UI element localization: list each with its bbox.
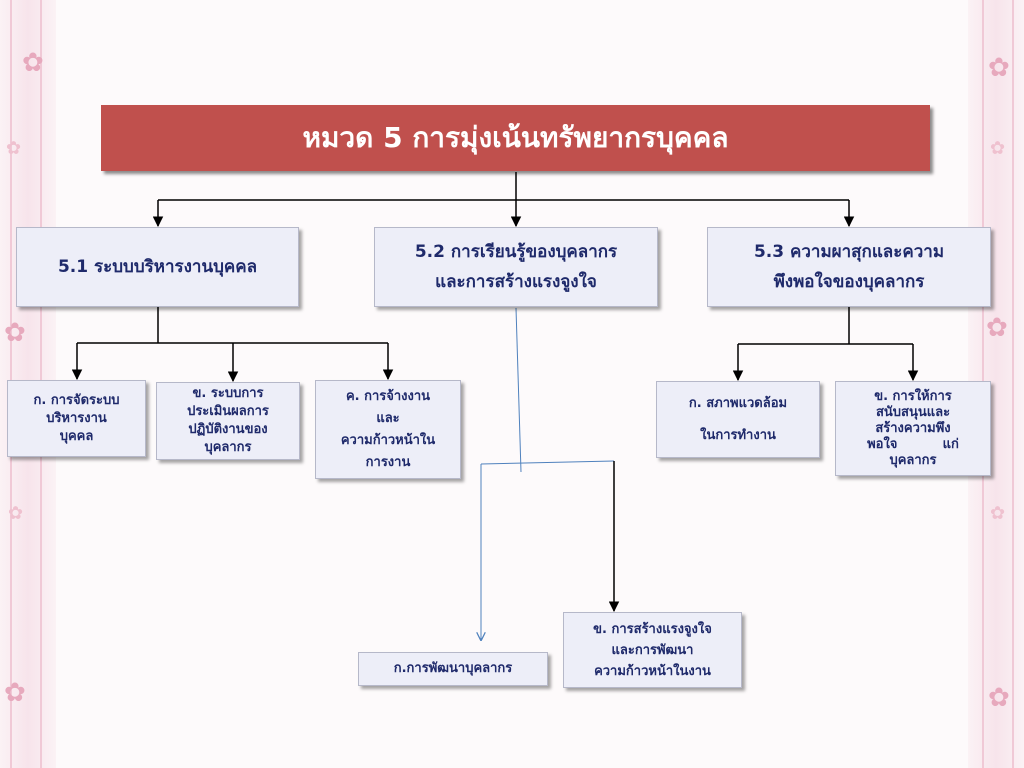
node-5-3-b-line4: พอใจ แก่ xyxy=(867,436,959,452)
node-5-1-c: ค. การจ้างงาน และ ความก้าวหน้าใน การงาน xyxy=(315,380,461,479)
node-5-3-b-line2: สนับสนุนและ xyxy=(875,404,951,420)
node-5-1-b-line4: บุคลากร xyxy=(204,440,252,455)
decorative-line xyxy=(1012,0,1014,768)
node-5-1-a-line3: บุคคล xyxy=(59,428,94,444)
connector-5-2-trunk xyxy=(515,307,522,473)
node-5-1-c-line4: การงาน xyxy=(365,454,411,470)
node-5-3-a: ก. สภาพแวดล้อม ในการทำงาน xyxy=(656,381,820,458)
node-5-3-b-line1: ข. การให้การ xyxy=(874,388,952,404)
flower-icon: ✿ xyxy=(8,503,24,524)
flower-icon: ✿ xyxy=(988,683,1010,713)
node-5-2-b: ข. การสร้างแรงจูงใจ และการพัฒนา ความก้าว… xyxy=(563,612,742,688)
node-5-3: 5.3 ความผาสุกและความ พึงพอใจของบุคลากร xyxy=(707,227,991,307)
node-5-3-b-line3: สร้างความพึง xyxy=(875,420,951,436)
node-5-1-b: ข. ระบบการ ประเมินผลการ ปฏิบัติงานของ บุ… xyxy=(156,382,300,460)
node-5-1-b-line1: ข. ระบบการ xyxy=(192,386,264,401)
node-5-1-c-line2: และ xyxy=(376,410,400,426)
node-5-1-a: ก. การจัดระบบ บริหารงาน บุคคล xyxy=(7,380,146,457)
node-5-2-a-line1: ก.การพัฒนาบุคลากร xyxy=(393,661,513,676)
node-5-1-b-line2: ประเมินผลการ xyxy=(187,404,269,419)
flower-icon: ✿ xyxy=(986,313,1008,343)
node-5-2-b-line1: ข. การสร้างแรงจูงใจ xyxy=(593,621,712,637)
connector-5-2-bus xyxy=(480,460,615,465)
node-5-3-b: ข. การให้การ สนับสนุนและ สร้างความพึง พอ… xyxy=(835,381,991,476)
flower-icon: ✿ xyxy=(22,48,44,78)
node-5-1-a-line1: ก. การจัดระบบ xyxy=(33,392,120,408)
diagram-title: หมวด 5 การมุ่งเน้นทรัพยากรบุคคล xyxy=(101,105,930,171)
node-5-3-label-line2: พึงพอใจของบุคลากร xyxy=(773,272,925,292)
node-5-2-b-line3: ความก้าวหน้าในงาน xyxy=(594,663,711,679)
node-5-1-label: 5.1 ระบบบริหารงานบุคคล xyxy=(57,257,258,277)
flower-icon: ✿ xyxy=(6,138,22,159)
node-5-3-b-line5: บุคลากร xyxy=(889,452,937,468)
node-5-3-label-line1: 5.3 ความผาสุกและความ xyxy=(753,242,945,262)
flower-icon: ✿ xyxy=(990,138,1006,159)
node-5-2: 5.2 การเรียนรู้ของบุคลากร และการสร้างแรง… xyxy=(374,227,658,307)
node-5-3-a-line1: ก. สภาพแวดล้อม xyxy=(688,395,788,411)
node-5-2-label-line1: 5.2 การเรียนรู้ของบุคลากร xyxy=(414,242,618,262)
node-5-1-a-line2: บริหารงาน xyxy=(46,410,107,426)
flower-icon: ✿ xyxy=(990,503,1006,524)
flower-icon: ✿ xyxy=(4,678,26,708)
flower-icon: ✿ xyxy=(988,53,1010,83)
node-5-3-a-line2: ในการทำงาน xyxy=(700,427,776,443)
node-5-2-b-line2: และการพัฒนา xyxy=(611,642,694,658)
node-5-2-label-line2: และการสร้างแรงจูงใจ xyxy=(435,272,597,292)
node-5-1: 5.1 ระบบบริหารงานบุคคล xyxy=(16,227,299,307)
node-5-2-a: ก.การพัฒนาบุคลากร xyxy=(358,652,548,686)
node-5-1-c-line3: ความก้าวหน้าใน xyxy=(340,432,436,448)
flower-icon: ✿ xyxy=(4,318,26,348)
node-5-1-c-line1: ค. การจ้างงาน xyxy=(345,388,431,404)
node-5-1-b-line3: ปฏิบัติงานของ xyxy=(188,422,268,437)
